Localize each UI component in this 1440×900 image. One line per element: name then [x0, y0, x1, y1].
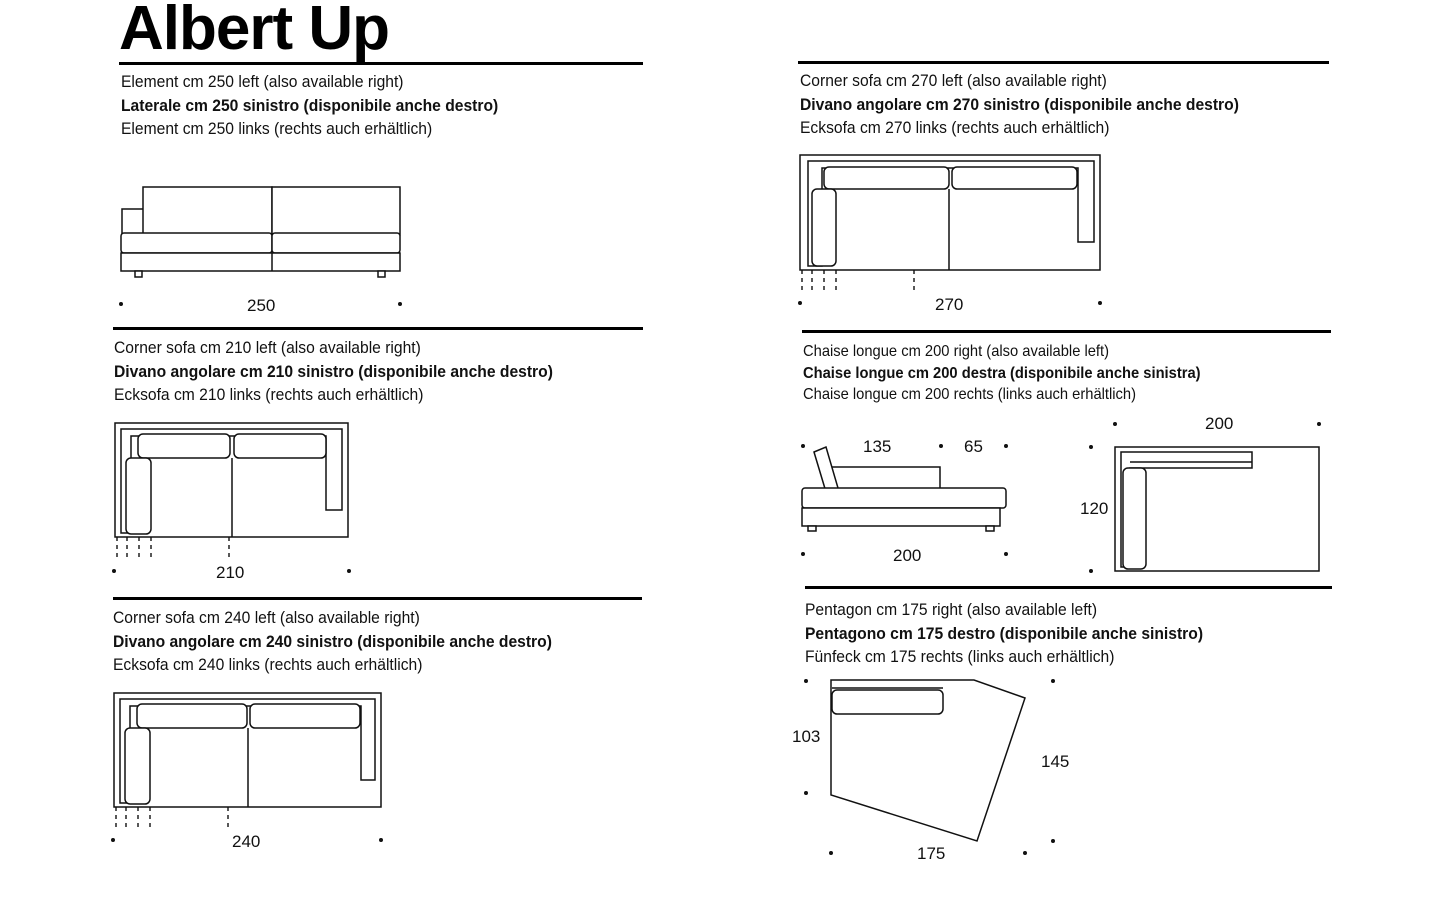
item-de: Ecksofa cm 210 links (rechts auch erhält…: [114, 385, 424, 404]
item-de: Fünfeck cm 175 rechts (links auch erhält…: [805, 647, 1115, 666]
corner-240-drawing: 240: [111, 692, 383, 851]
item-it: Divano angolare cm 210 sinistro (disponi…: [114, 361, 553, 381]
dimension-label: 240: [232, 832, 260, 851]
dimension-label: 200: [1205, 414, 1233, 433]
divider: [805, 586, 1332, 589]
divider: [802, 330, 1331, 333]
item-en: Corner sofa cm 270 left (also available …: [800, 71, 1107, 90]
item-corner-270: Corner sofa cm 270 left (also available …: [800, 69, 1239, 140]
item-corner-240: Corner sofa cm 240 left (also available …: [113, 606, 552, 677]
item-it: Laterale cm 250 sinistro (disponibile an…: [121, 95, 499, 115]
item-it: Divano angolare cm 270 sinistro (disponi…: [800, 94, 1239, 114]
item-it: Divano angolare cm 240 sinistro (disponi…: [113, 631, 552, 651]
element-250-drawing: 250: [119, 186, 402, 315]
item-corner-210: Corner sofa cm 210 left (also available …: [114, 336, 553, 407]
dimension-label: 135: [863, 437, 891, 456]
item-it: Pentagono cm 175 destro (disponibile anc…: [805, 623, 1204, 643]
corner-270-drawing: 270: [798, 154, 1102, 314]
dimension-label: 65: [964, 437, 983, 456]
item-en: Pentagon cm 175 right (also available le…: [805, 600, 1098, 619]
item-chaise-200: Chaise longue cm 200 right (also availab…: [803, 341, 1201, 406]
item-de: Element cm 250 links (rechts auch erhält…: [121, 119, 433, 138]
divider: [119, 62, 643, 65]
dimension-label: 270: [935, 295, 963, 314]
dimension-label: 145: [1041, 752, 1069, 771]
item-de: Ecksofa cm 270 links (rechts auch erhält…: [800, 118, 1110, 137]
item-en: Element cm 250 left (also available righ…: [121, 72, 404, 91]
item-it: Chaise longue cm 200 destra (disponibile…: [803, 364, 1201, 382]
item-en: Chaise longue cm 200 right (also availab…: [803, 343, 1110, 360]
item-pentagon-175: Pentagon cm 175 right (also available le…: [805, 598, 1203, 669]
dimension-label: 200: [893, 546, 921, 565]
item-en: Corner sofa cm 240 left (also available …: [113, 608, 420, 627]
page-title: Albert Up: [119, 0, 390, 63]
chaise-top-drawing: 200 120: [1080, 414, 1321, 573]
chaise-side-drawing: 135 65 200: [801, 437, 1008, 565]
dimension-label: 250: [247, 296, 275, 315]
dimension-label: 175: [917, 844, 945, 863]
item-en: Corner sofa cm 210 left (also available …: [114, 338, 421, 357]
item-de: Ecksofa cm 240 links (rechts auch erhält…: [113, 655, 423, 674]
divider: [798, 61, 1329, 64]
dimension-label: 210: [216, 563, 244, 582]
dimension-label: 103: [792, 727, 820, 746]
dimension-label: 120: [1080, 499, 1108, 518]
divider: [113, 327, 643, 330]
item-de: Chaise longue cm 200 rechts (links auch …: [803, 386, 1136, 403]
pentagon-drawing: 103 145 175: [792, 679, 1069, 863]
corner-210-drawing: 210: [112, 422, 351, 582]
divider: [113, 597, 642, 600]
item-element-250: Element cm 250 left (also available righ…: [121, 70, 498, 141]
